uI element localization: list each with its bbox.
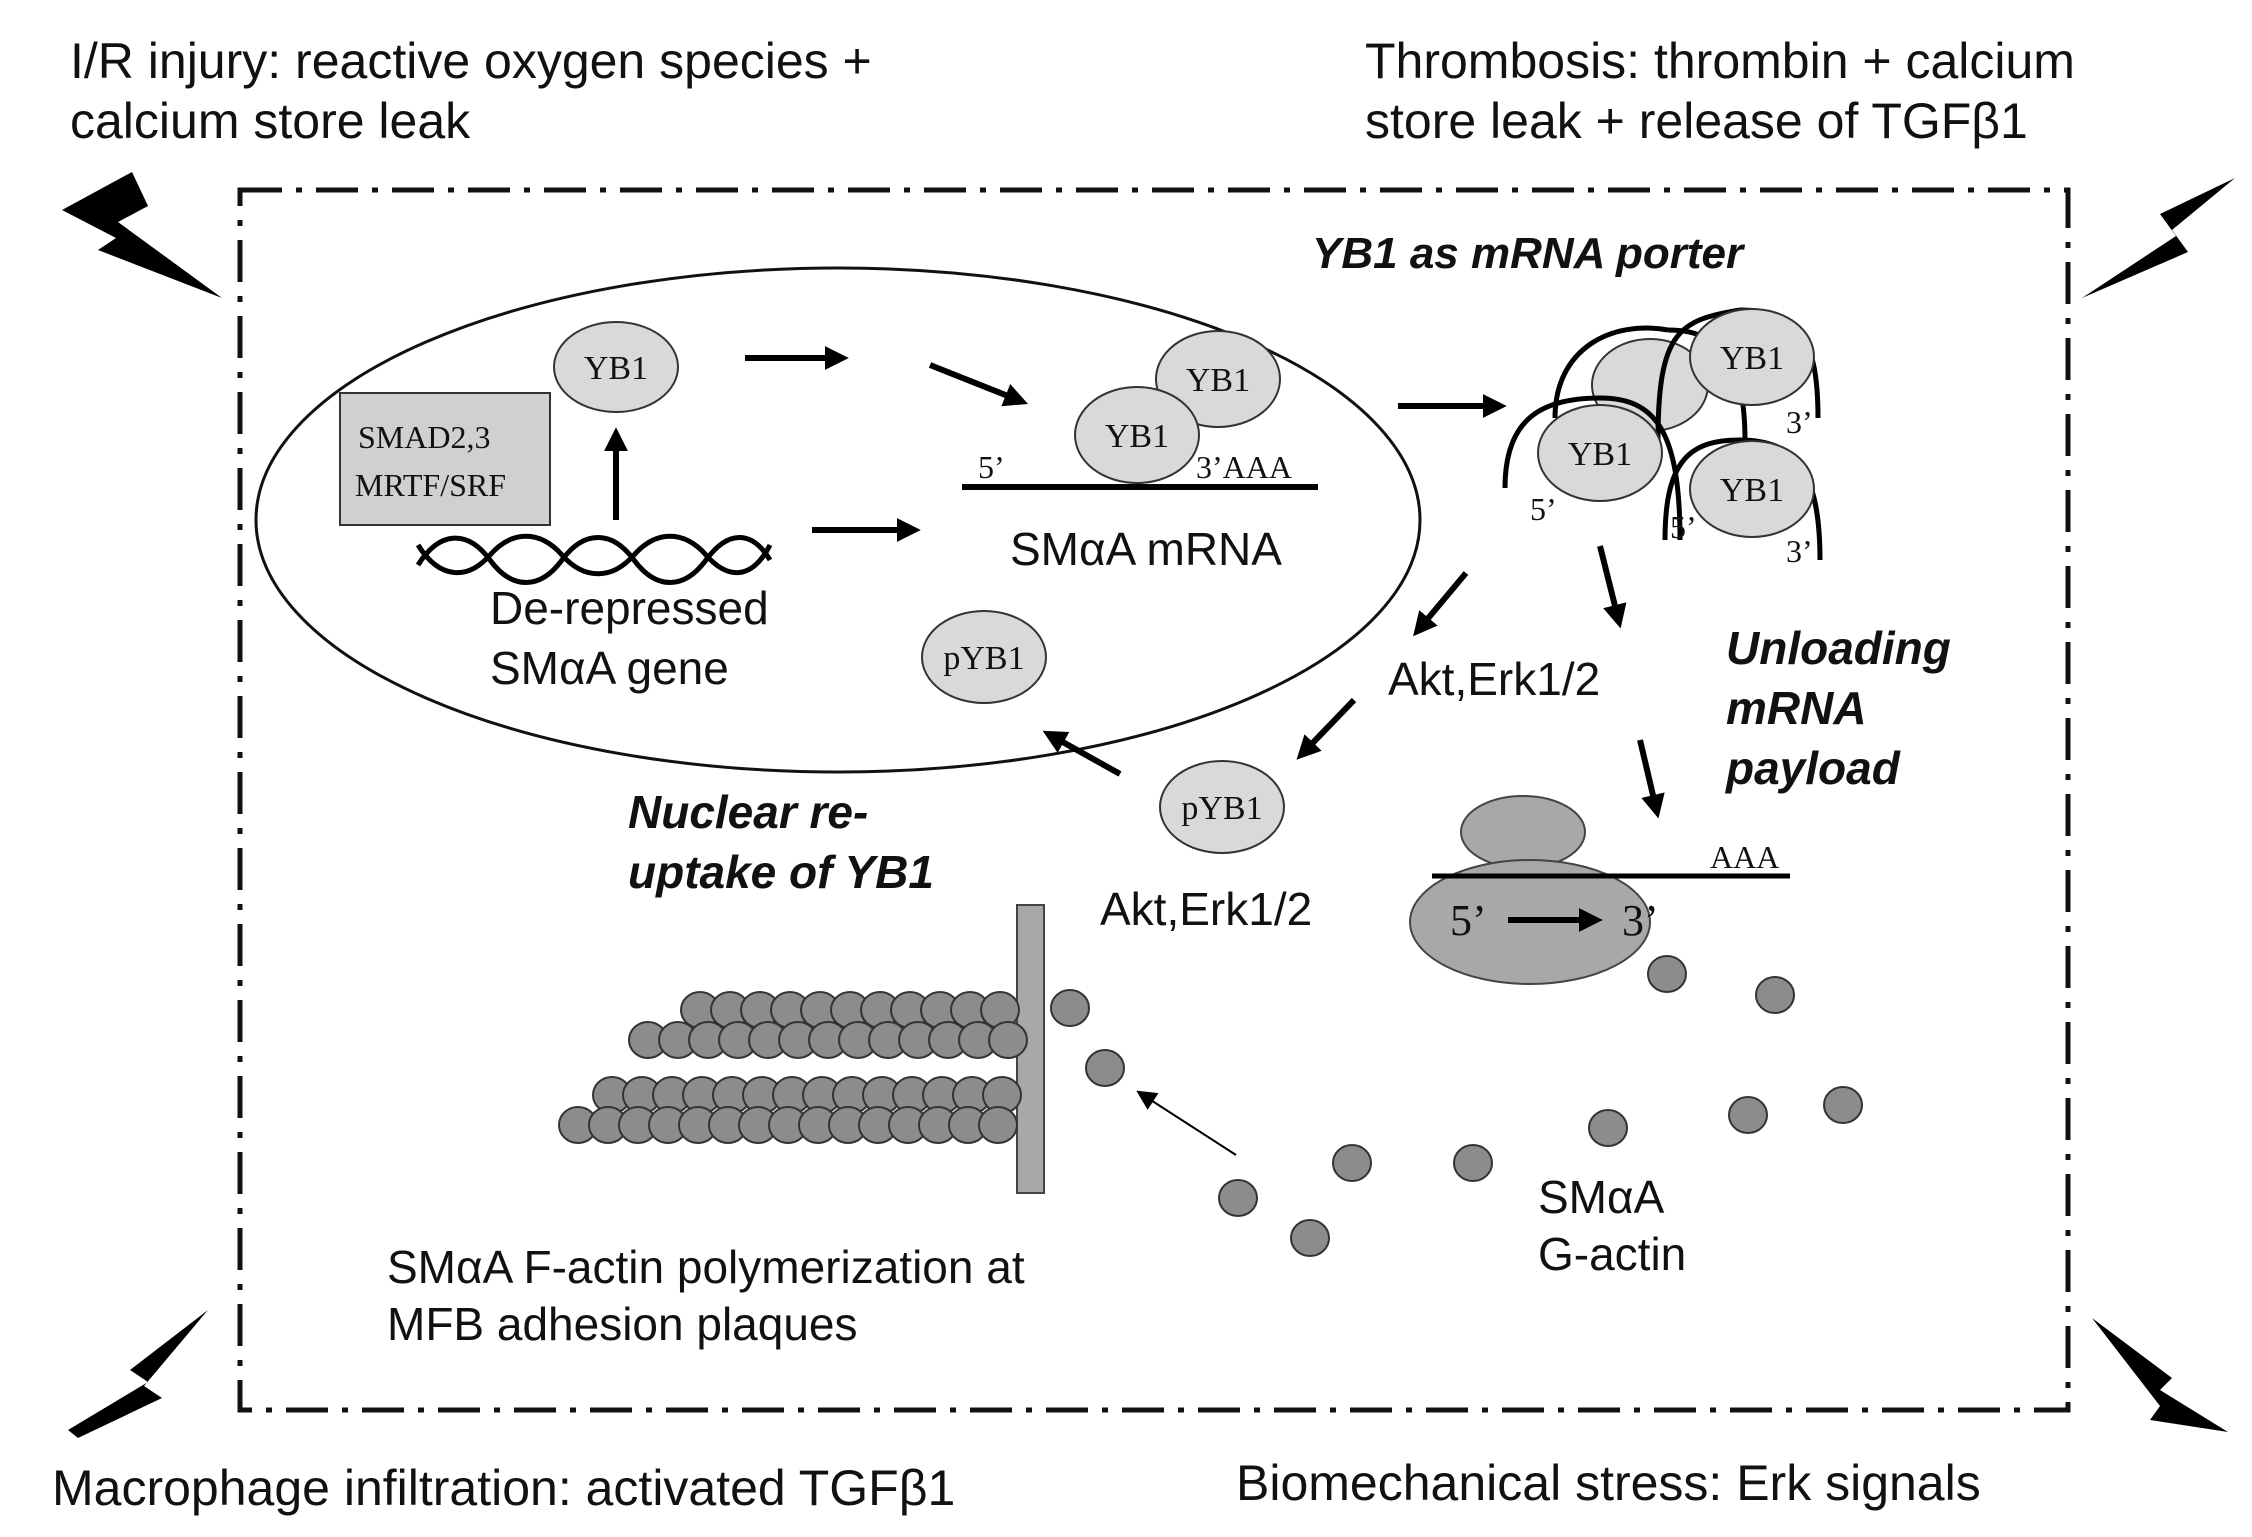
lightning-bolt-bottom-left-icon <box>68 1310 208 1438</box>
porter-5prime-left: 5’ <box>1530 491 1557 527</box>
arrow-porter-to-kinase <box>1413 571 1469 637</box>
lightning-bolt-top-left-icon <box>62 172 222 298</box>
arrow-reuptake <box>1042 730 1122 777</box>
f-actin-bead <box>978 1106 1018 1144</box>
corner-top-left-line2: calcium store leak <box>70 93 471 149</box>
g-actin-bead <box>1755 976 1795 1014</box>
pyb1-label-nuclear: pYB1 <box>943 640 1024 677</box>
nucleus <box>254 266 1422 774</box>
smad-label: SMAD2,3 <box>358 419 490 455</box>
ribosome-5prime: 5’ <box>1450 896 1487 945</box>
mrna-5prime: 5’ <box>978 449 1005 485</box>
kinase-label-lower: Akt,Erk1/2 <box>1100 883 1312 935</box>
ribosome-small-subunit <box>1460 795 1586 869</box>
porter-yb1-left <box>1537 404 1663 502</box>
ribosome-3prime: 3’ <box>1622 896 1659 945</box>
mrna-yb1-node-upper <box>1155 330 1281 428</box>
unloading-line2: mRNA <box>1726 682 1867 734</box>
f-actin-label-line1: SMαA F-actin polymerization at <box>387 1241 1025 1293</box>
arrow-porter-down <box>1597 545 1627 629</box>
kinase-label: Akt,Erk1/2 <box>1388 653 1600 705</box>
pyb1-label-cytoplasm: pYB1 <box>1181 790 1262 827</box>
porter-yb1-top <box>1689 308 1815 406</box>
corner-bottom-right: Biomechanical stress: Erk signals <box>1236 1455 1981 1511</box>
g-actin-bead <box>1647 955 1687 993</box>
pyb1-node-nuclear <box>921 610 1047 704</box>
corner-top-left-line1: I/R injury: reactive oxygen species + <box>70 33 872 89</box>
porter-3prime-top: 3’ <box>1786 404 1813 440</box>
cell-boundary <box>237 187 2071 1413</box>
g-actin-bead <box>1085 1049 1125 1087</box>
f-actin-bead <box>1050 989 1090 1027</box>
gene-label-line2: SMαA gene <box>490 642 729 694</box>
corner-bottom-left: Macrophage infiltration: activated TGFβ1 <box>52 1460 955 1516</box>
arrow-kinase-to-pyb1 <box>1296 697 1357 760</box>
g-actin-label-line2: G-actin <box>1538 1228 1686 1280</box>
arrow-g-to-f-actin <box>1136 1090 1237 1156</box>
nuclear-reuptake-line1: Nuclear re- <box>628 786 868 838</box>
arrow-to-ribosome <box>1637 739 1665 819</box>
pyb1-node-cytoplasm <box>1159 760 1285 854</box>
gene-label-line1: De-repressed <box>490 582 769 634</box>
unloading-line1: Unloading <box>1726 622 1951 674</box>
ribosome-aaa: AAA <box>1710 839 1779 875</box>
dna-helix <box>415 533 773 585</box>
porter-title: YB1 as mRNA porter <box>1312 229 1746 278</box>
porter-5prime-bottom: 5’ <box>1670 509 1697 545</box>
mrna-yb1-label-lower: YB1 <box>1105 418 1169 455</box>
g-actin-label-line1: SMαA <box>1538 1171 1665 1223</box>
porter-yb1-right <box>1689 440 1815 538</box>
unloading-line3: payload <box>1724 742 1901 794</box>
lightning-bolt-bottom-right-icon <box>2092 1318 2228 1432</box>
g-actin-monomers <box>1085 955 1863 1257</box>
corner-top-right-line2: store leak + release of TGFβ1 <box>1365 93 2028 149</box>
g-actin-bead <box>1823 1086 1863 1124</box>
mrna-yb1-label-upper: YB1 <box>1186 362 1250 399</box>
corner-top-right-line1: Thrombosis: thrombin + calcium <box>1365 33 2075 89</box>
f-actin-label-line2: MFB adhesion plaques <box>387 1298 858 1350</box>
porter-3prime-bottom: 3’ <box>1786 533 1813 569</box>
g-actin-bead <box>1588 1109 1628 1147</box>
yb1-label: YB1 <box>584 350 648 387</box>
g-actin-bead <box>1453 1144 1493 1182</box>
g-actin-bead <box>1332 1144 1372 1182</box>
mrna-yb1-node-lower <box>1074 386 1200 484</box>
porter-yb1-right-label: YB1 <box>1720 472 1784 509</box>
smad-mrtf-box <box>339 392 551 526</box>
f-actin-filaments <box>558 989 1090 1144</box>
porter-yb1-left-label: YB1 <box>1568 436 1632 473</box>
mrna-3prime: 3’AAA <box>1196 449 1292 485</box>
yb1-node <box>553 321 679 413</box>
lightning-bolt-top-right-icon <box>2082 178 2235 298</box>
nuclear-reuptake-line2: uptake of YB1 <box>628 846 934 898</box>
arrow-to-mrna-complex <box>928 362 1029 407</box>
mrna-label: SMαA mRNA <box>1010 523 1282 575</box>
g-actin-bead <box>1290 1219 1330 1257</box>
porter-yb1-top-label: YB1 <box>1720 340 1784 377</box>
g-actin-bead <box>1218 1179 1258 1217</box>
f-actin-bead <box>988 1021 1028 1059</box>
mrtf-label: MRTF/SRF <box>355 467 506 503</box>
g-actin-bead <box>1728 1096 1768 1134</box>
